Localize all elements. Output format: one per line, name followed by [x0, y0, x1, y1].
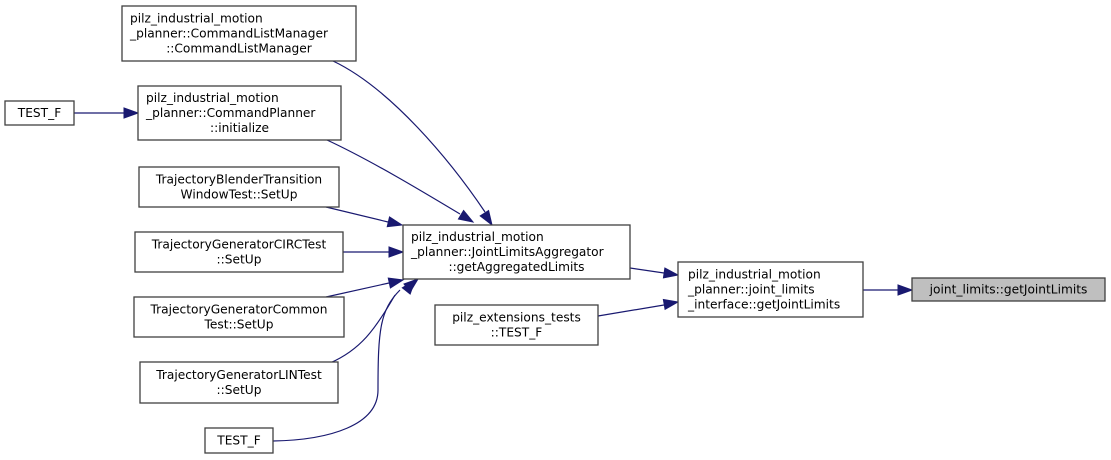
node-box[interactable]: [434, 304, 599, 346]
edge-iface-to-target: [863, 284, 914, 296]
node-label-line: _planner::CommandListManager: [129, 27, 329, 41]
node-label-line: ::TEST_F: [491, 326, 543, 340]
edge-common-to-agg: [325, 277, 405, 298]
edge-tbt-to-agg: [325, 206, 404, 228]
node-label-line: pilz_industrial_motion: [411, 230, 544, 244]
node-box[interactable]: [134, 231, 344, 273]
node-label-line: _interface::getJointLimits: [687, 298, 840, 312]
arrowhead-icon: [479, 209, 493, 227]
node-box[interactable]: [137, 85, 342, 141]
node-box[interactable]: [133, 296, 345, 338]
node-clm[interactable]: pilz_industrial_motion_planner::CommandL…: [121, 5, 357, 62]
node-label-line: Test::SetUp: [204, 318, 274, 332]
edge-ext-to-iface: [597, 298, 680, 317]
node-box[interactable]: [139, 361, 339, 404]
node-label-line: ::getAggregatedLimits: [448, 260, 584, 274]
node-label-line: ::SetUp: [217, 383, 262, 397]
node-label-line: ::initialize: [210, 121, 269, 135]
node-box[interactable]: [677, 261, 864, 318]
node-box[interactable]: [4, 100, 75, 126]
node-label-line: WindowTest::SetUp: [181, 188, 298, 202]
edge-line: [597, 304, 665, 317]
edge-cp-to-agg: [326, 139, 475, 223]
arrowhead-icon: [457, 209, 475, 223]
node-iface[interactable]: pilz_industrial_motion_planner::joint_li…: [677, 261, 864, 318]
edge-agg-to-iface: [629, 267, 680, 279]
edge-line: [325, 206, 389, 223]
node-label-line: TrajectoryGeneratorCommon: [150, 303, 328, 317]
node-target[interactable]: joint_limits::getJointLimits: [911, 277, 1106, 302]
node-label-line: TrajectoryGeneratorLINTest: [155, 368, 322, 382]
node-tbt[interactable]: TrajectoryBlenderTransitionWindowTest::S…: [138, 166, 340, 208]
node-label-line: TrajectoryGeneratorCIRCTest: [151, 238, 327, 252]
arrowhead-icon: [403, 278, 420, 293]
edge-line: [629, 267, 665, 274]
node-label-line: pilz_industrial_motion: [688, 268, 821, 282]
node-label-line: _planner::joint_limits: [687, 283, 815, 297]
edge-clm-to-agg: [332, 60, 493, 227]
node-label-line: ::CommandListManager: [166, 42, 313, 56]
edge-testf2-to-agg: [272, 278, 420, 442]
edges-layer: [74, 60, 914, 442]
arrowhead-icon: [897, 284, 914, 296]
node-box[interactable]: [204, 427, 274, 454]
node-label-line: TEST_F: [216, 434, 260, 448]
node-label-line: _planner::JointLimitsAggregator: [410, 245, 605, 259]
node-label-line: TrajectoryBlenderTransition: [155, 173, 322, 187]
node-agg[interactable]: pilz_industrial_motion_planner::JointLim…: [402, 224, 631, 280]
arrowhead-icon: [387, 277, 405, 289]
arrowhead-icon: [388, 246, 405, 258]
node-label-line: pilz_extensions_tests: [452, 311, 581, 325]
edge-line: [326, 139, 461, 215]
node-box[interactable]: [402, 224, 631, 280]
node-label-line: _planner::CommandPlanner: [145, 106, 316, 120]
node-label-line: pilz_industrial_motion: [146, 91, 279, 105]
node-testf1[interactable]: TEST_F: [4, 100, 75, 126]
node-testf2[interactable]: TEST_F: [204, 427, 274, 454]
edge-testf1-to-cp: [74, 107, 140, 119]
arrowhead-icon: [662, 267, 680, 279]
node-label-line: pilz_industrial_motion: [130, 12, 263, 26]
node-lin[interactable]: TrajectoryGeneratorLINTest::SetUp: [139, 361, 339, 404]
node-box[interactable]: [911, 277, 1106, 302]
node-label-line: joint_limits::getJointLimits: [929, 283, 1088, 297]
node-label-line: ::SetUp: [217, 253, 262, 267]
node-label-line: TEST_F: [17, 106, 61, 120]
node-box[interactable]: [138, 166, 340, 208]
edge-circ-to-agg: [343, 246, 405, 258]
node-circ[interactable]: TrajectoryGeneratorCIRCTest::SetUp: [134, 231, 344, 273]
node-cp[interactable]: pilz_industrial_motion_planner::CommandP…: [137, 85, 342, 141]
arrowhead-icon: [123, 107, 140, 119]
node-ext[interactable]: pilz_extensions_tests::TEST_F: [434, 304, 599, 346]
arrowhead-icon: [386, 216, 404, 228]
nodes-layer: joint_limits::getJointLimits pilz_industr…: [4, 5, 1106, 454]
node-box[interactable]: [121, 5, 357, 62]
edge-line: [272, 289, 401, 442]
edge-line: [325, 282, 390, 298]
arrowhead-icon: [662, 298, 680, 311]
edge-line: [332, 60, 486, 213]
